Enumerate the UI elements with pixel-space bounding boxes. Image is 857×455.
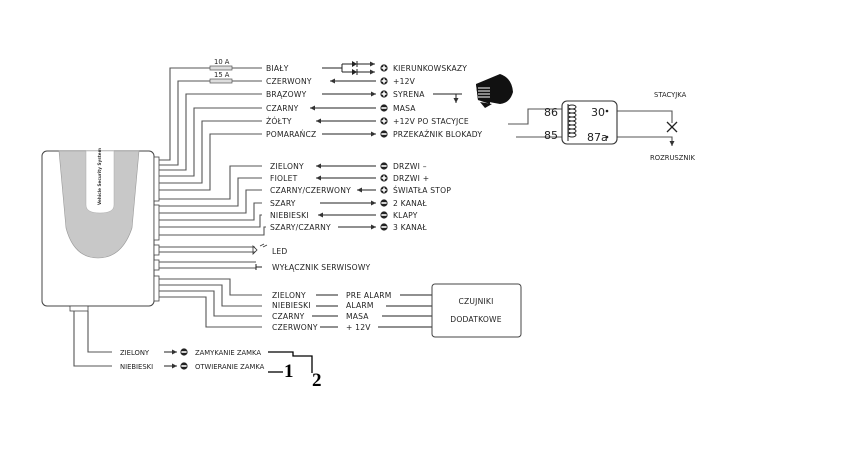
marker-2: 2 bbox=[312, 370, 322, 391]
connector-led bbox=[153, 244, 160, 256]
terminal-label: KIERUNKOWSKAZY bbox=[393, 64, 467, 73]
minus-icon bbox=[380, 130, 388, 138]
wire-label: CZARNY/CZERWONY bbox=[270, 186, 351, 195]
unit-label: Vehicle Security System bbox=[97, 147, 102, 205]
service-switch-label: WYŁĄCZNIK SERWISOWY bbox=[272, 263, 371, 272]
terminal-label: ZAMYKANIE ZAMKA bbox=[195, 349, 261, 357]
middle-group: ZIELONY FIOLET CZARNY/CZERWONY SZARY NIE… bbox=[270, 162, 451, 232]
wire-label: ŻÓŁTY bbox=[266, 117, 292, 126]
minus-icon bbox=[380, 199, 388, 207]
minus-icon bbox=[380, 162, 388, 170]
sensor-group-wires bbox=[159, 278, 262, 328]
terminal-label: +12V bbox=[393, 77, 416, 86]
wire-label: SZARY bbox=[270, 199, 296, 208]
lock-group: ZIELONY NIEBIESKI ZAMYKANIE ZAMKA OTWIER… bbox=[120, 348, 322, 391]
sensor-function-label: ALARM bbox=[346, 301, 374, 310]
terminal-label: OTWIERANIE ZAMKA bbox=[195, 363, 265, 371]
top-group: BIAŁY CZERWONY BRĄZOWY CZARNY ŻÓŁTY POMA… bbox=[266, 61, 482, 139]
relay-pin-30: 30 bbox=[591, 106, 605, 119]
wire-label: BIAŁY bbox=[266, 64, 289, 73]
wire-label: POMARAŃCZ bbox=[266, 130, 316, 139]
fuse-15a bbox=[209, 78, 233, 84]
relay-coil-icon bbox=[567, 104, 577, 141]
switch-icon bbox=[255, 264, 262, 270]
terminal-label: SYRENA bbox=[393, 90, 425, 99]
wire-label: ZIELONY bbox=[272, 291, 306, 300]
plus-icon bbox=[380, 186, 388, 194]
terminal-label: DRZWI + bbox=[393, 174, 429, 183]
connector-lock bbox=[69, 305, 89, 312]
sensor-function-label: MASA bbox=[346, 312, 369, 321]
relay-pin-85: 85 bbox=[544, 129, 558, 142]
connector-sensors bbox=[153, 275, 160, 302]
top-group-wires bbox=[159, 65, 262, 191]
connector-block-1 bbox=[153, 156, 160, 202]
led-icon bbox=[252, 243, 268, 255]
wire-label: NIEBIESKI bbox=[120, 363, 153, 371]
starter-label: ROZRUSZNIK bbox=[650, 154, 695, 162]
terminal-label: 2 KANAŁ bbox=[393, 199, 427, 208]
terminal-label: ŚWIATŁA STOP bbox=[393, 186, 451, 195]
relay bbox=[561, 100, 618, 145]
wire-label: FIOLET bbox=[270, 174, 298, 183]
relay-pin-87a: 87a bbox=[587, 131, 608, 144]
wire-label: NIEBIESKI bbox=[272, 301, 311, 310]
sensors-box-line2: DODATKOWE bbox=[450, 315, 501, 324]
minus-icon bbox=[180, 362, 188, 370]
diode-icon bbox=[352, 61, 358, 75]
ignition-label: STACYJKA bbox=[654, 91, 687, 99]
connector-service bbox=[153, 259, 160, 271]
sensors-box bbox=[431, 283, 522, 338]
sensor-group: ZIELONY NIEBIESKI CZARNY CZERWONY PRE AL… bbox=[272, 283, 522, 338]
siren-icon bbox=[433, 74, 513, 108]
wire-label: BRĄZOWY bbox=[266, 90, 307, 99]
led-label: LED bbox=[272, 247, 287, 256]
minus-icon bbox=[380, 223, 388, 231]
wire-label: CZERWONY bbox=[266, 77, 312, 86]
terminal-label: PRZEKAŹNIK BLOKADY bbox=[393, 130, 482, 139]
wire-label: CZARNY bbox=[272, 312, 305, 321]
plus-icon bbox=[380, 117, 388, 125]
control-unit: Vehicle Security System bbox=[41, 147, 160, 312]
wire-label: CZERWONY bbox=[272, 323, 318, 332]
lock-group-wires bbox=[73, 311, 112, 367]
plus-icon bbox=[380, 90, 388, 98]
minus-icon bbox=[380, 104, 388, 112]
fuse-label-10a: 10 A bbox=[214, 58, 230, 66]
terminal-label: KLAPY bbox=[393, 211, 418, 220]
wire-label: CZARNY bbox=[266, 104, 299, 113]
relay-pin-86: 86 bbox=[544, 106, 558, 119]
minus-icon bbox=[380, 211, 388, 219]
plus-icon bbox=[380, 77, 388, 85]
middle-group-wires bbox=[159, 165, 266, 236]
wire-label: ZIELONY bbox=[270, 162, 304, 171]
terminal-label: 3 KANAŁ bbox=[393, 223, 427, 232]
plus-icon bbox=[380, 64, 388, 72]
wire-label: ZIELONY bbox=[120, 349, 150, 357]
terminal-label: DRZWI – bbox=[393, 162, 427, 171]
terminal-label: MASA bbox=[393, 104, 416, 113]
minus-icon bbox=[180, 348, 188, 356]
sensor-function-label: + 12V bbox=[346, 323, 371, 332]
fuse-label-15a: 15 A bbox=[214, 71, 230, 79]
marker-1: 1 bbox=[284, 361, 294, 382]
plus-icon bbox=[380, 174, 388, 182]
sensor-function-label: PRE ALARM bbox=[346, 291, 392, 300]
break-x-icon bbox=[666, 121, 678, 133]
fuse-10a bbox=[209, 65, 233, 71]
terminal-label: +12V PO STACYJCE bbox=[393, 117, 469, 126]
wire-label: NIEBIESKI bbox=[270, 211, 309, 220]
connector-block-2 bbox=[153, 204, 160, 241]
sensors-box-line1: CZUJNIKI bbox=[458, 297, 493, 306]
wire-label: SZARY/CZARNY bbox=[270, 223, 331, 232]
